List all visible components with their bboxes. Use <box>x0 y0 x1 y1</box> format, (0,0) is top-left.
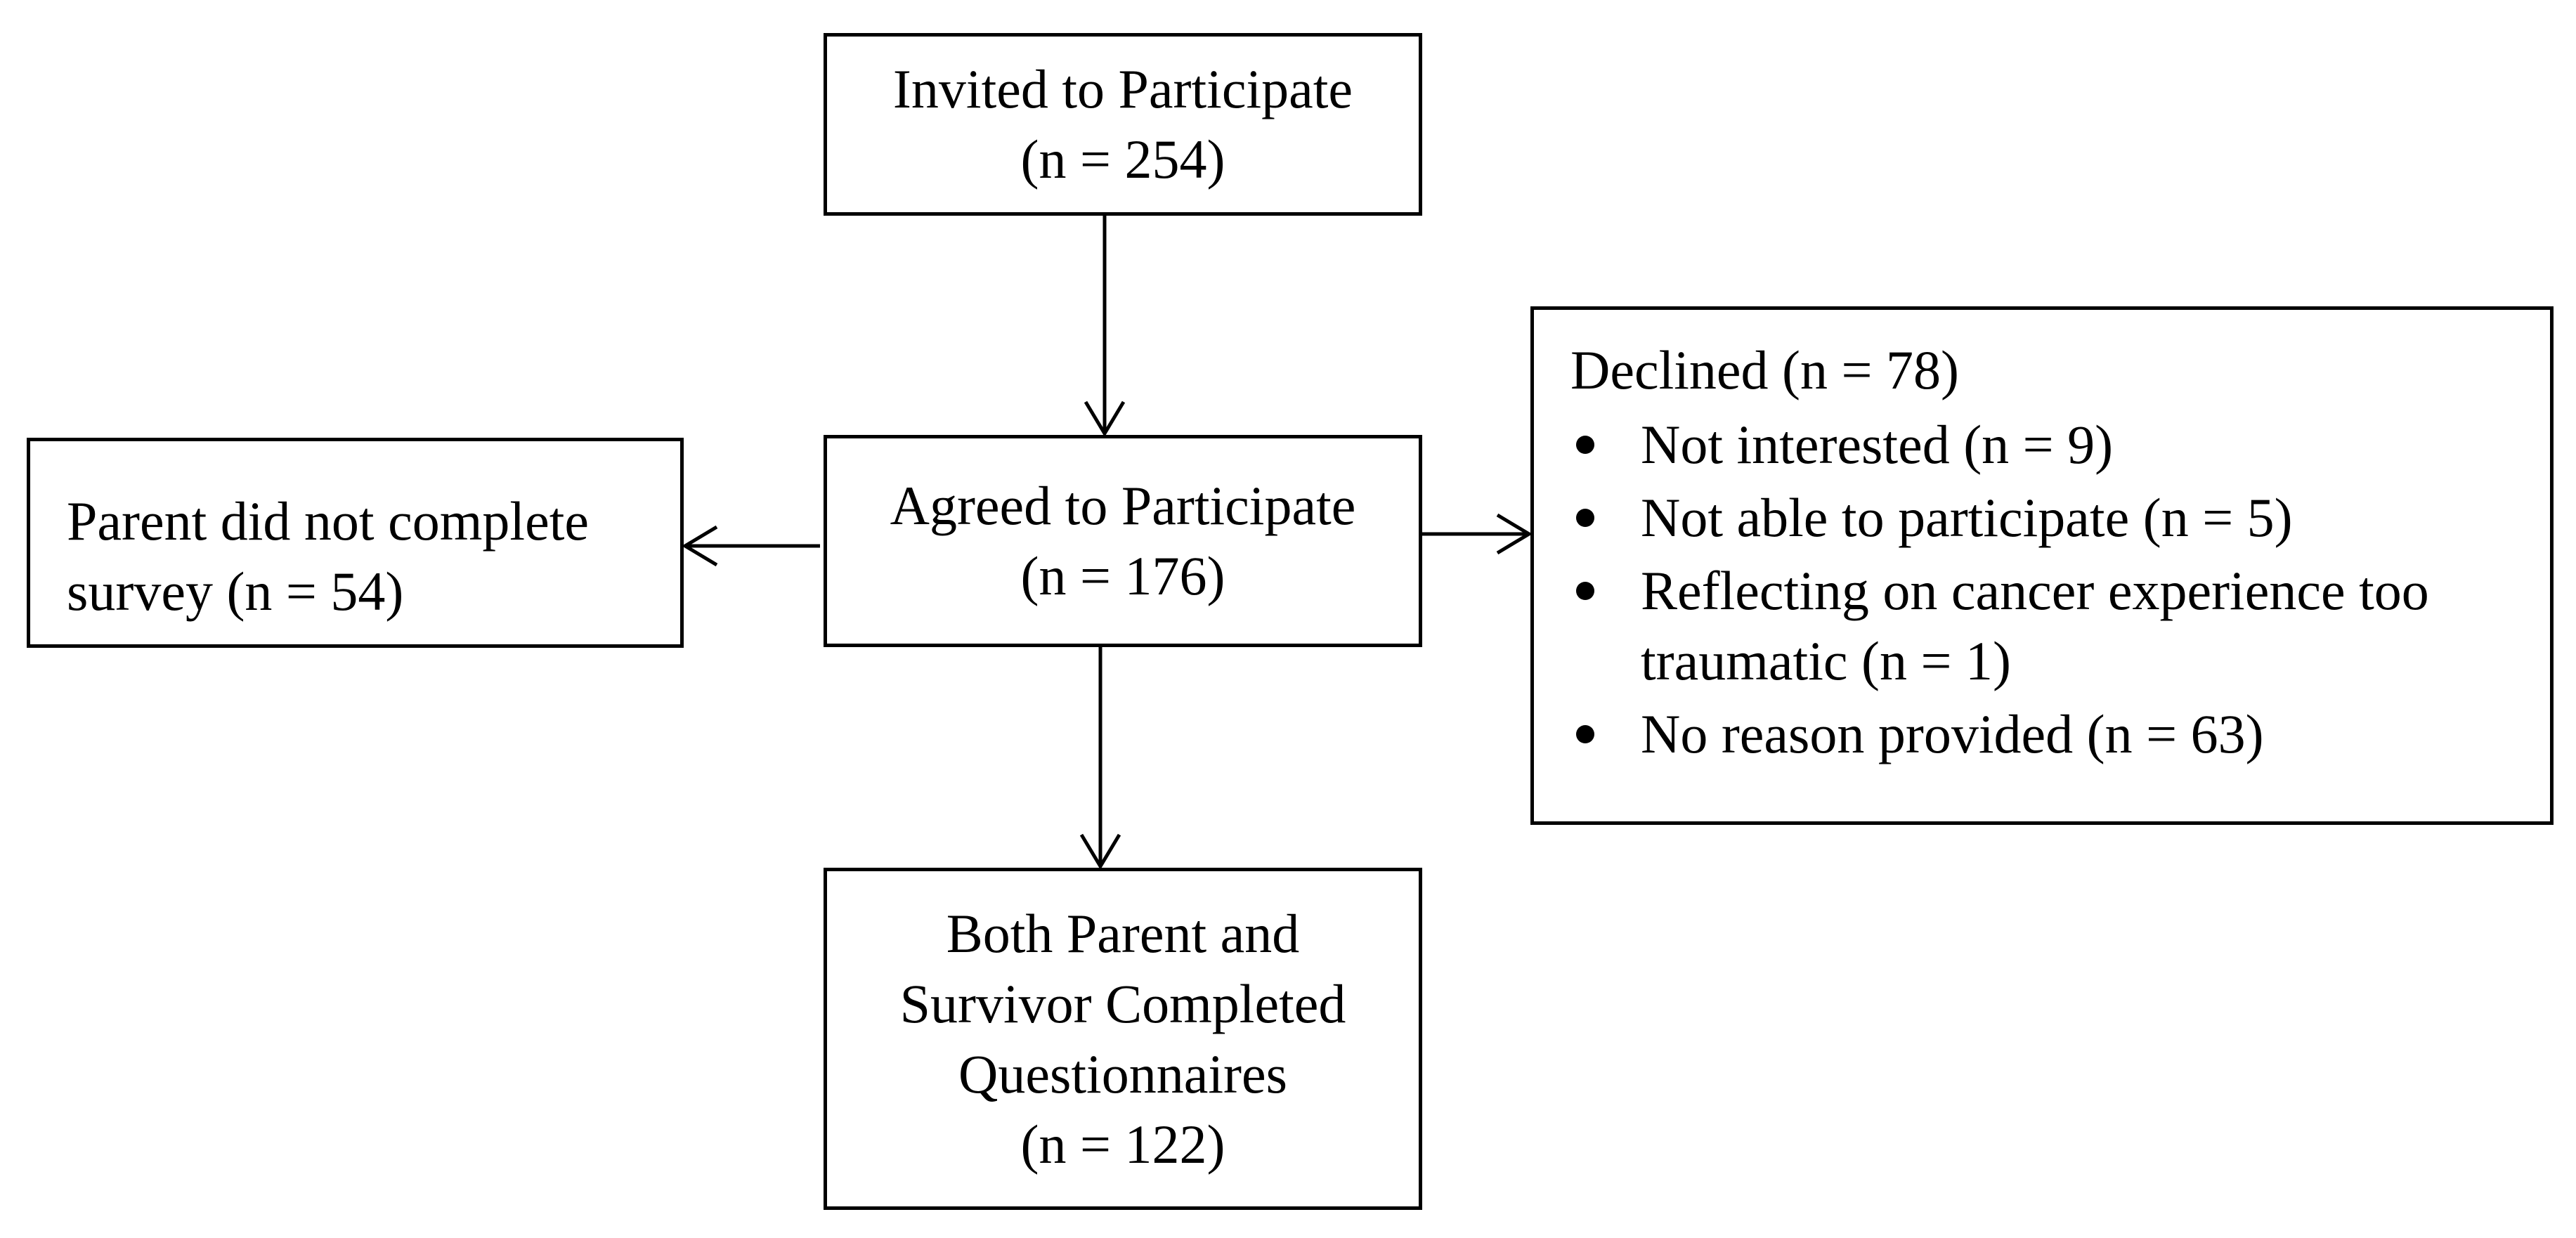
declined-reason-text: No reason provided (n = 63) <box>1641 703 2264 764</box>
agreed-count: (n = 176) <box>1020 545 1225 606</box>
arrowhead-agreed-to-completed <box>1079 833 1121 870</box>
arrowhead-invited-to-agreed <box>1084 400 1126 437</box>
arrowhead-agreed-to-declined <box>1496 513 1533 555</box>
declined-reason-item: Not able to participate (n = 5) <box>1570 483 2522 553</box>
declined-reason-text: Not interested (n = 9) <box>1641 414 2114 475</box>
completed-box: Both Parent and Survivor Completed Quest… <box>824 868 1422 1210</box>
invited-label: Invited to Participate <box>892 58 1353 119</box>
completed-line3: Questionnaires <box>958 1043 1287 1105</box>
declined-reason-item: Not interested (n = 9) <box>1570 410 2522 480</box>
completed-count: (n = 122) <box>1020 1113 1225 1175</box>
declined-reason-item: No reason provided (n = 63) <box>1570 699 2522 769</box>
completed-line2: Survivor Completed <box>899 972 1346 1034</box>
completed-line1: Both Parent and <box>946 902 1300 964</box>
bullet-icon <box>1576 509 1594 527</box>
declined-reason-text: Reflecting on cancer experience too trau… <box>1641 560 2429 691</box>
agreed-box: Agreed to Participate (n = 176) <box>824 435 1422 647</box>
arrowhead-agreed-to-parent <box>682 525 718 567</box>
invited-box: Invited to Participate (n = 254) <box>824 33 1422 216</box>
parent-incomplete-line1: Parent did not complete <box>67 490 589 552</box>
agreed-label: Agreed to Participate <box>890 475 1356 536</box>
declined-box: Declined (n = 78) Not interested (n = 9)… <box>1530 306 2554 825</box>
declined-heading: Declined (n = 78) <box>1570 339 1959 400</box>
declined-reason-item: Reflecting on cancer experience too trau… <box>1570 556 2522 696</box>
bullet-icon <box>1576 725 1594 743</box>
parent-incomplete-line2: survey (n = 54) <box>67 561 404 622</box>
bullet-icon <box>1576 436 1594 454</box>
parent-incomplete-box: Parent did not complete survey (n = 54) <box>27 438 684 648</box>
declined-reason-text: Not able to participate (n = 5) <box>1641 487 2293 548</box>
bullet-icon <box>1576 582 1594 600</box>
declined-reasons-list: Not interested (n = 9) Not able to parti… <box>1570 410 2522 769</box>
invited-count: (n = 254) <box>1020 129 1225 190</box>
